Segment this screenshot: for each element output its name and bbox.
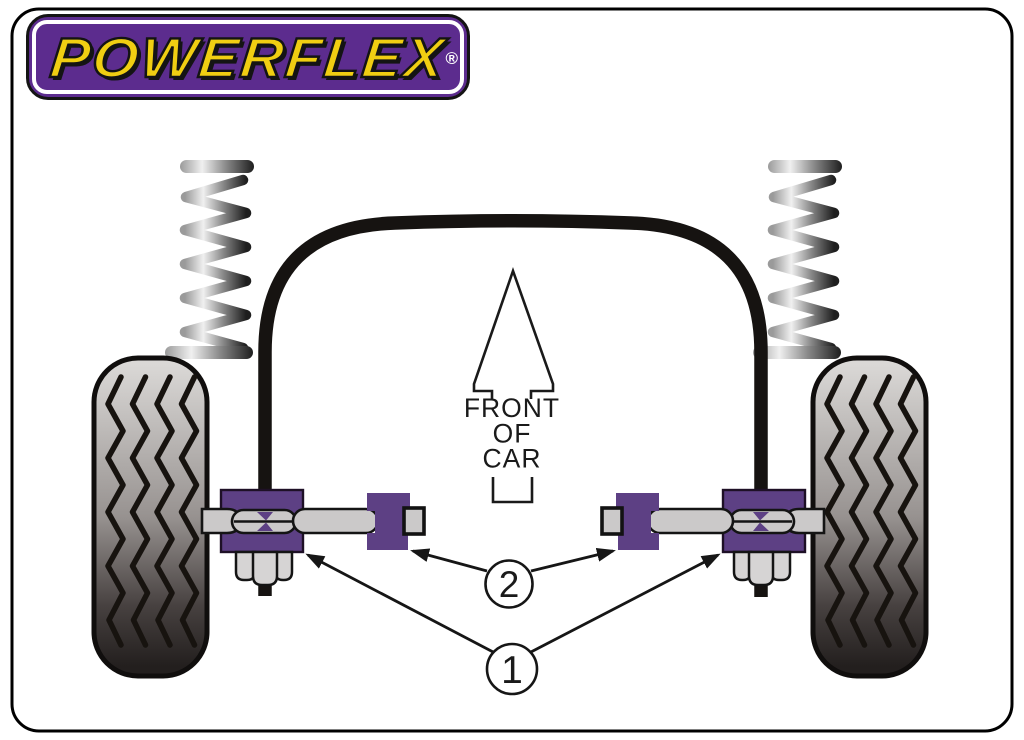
callout-1-circle: [485, 642, 539, 696]
front-of-car-arrow-tail: [491, 477, 534, 504]
leader-1-left: [305, 553, 496, 655]
callout-1-number: 1: [501, 649, 523, 692]
right-tire: [813, 358, 926, 676]
leader-2-right: [530, 547, 616, 573]
front-of-car-arrow: [472, 267, 555, 399]
left-tire: [94, 358, 207, 676]
front-of-car-label-line1: FRONT: [464, 393, 560, 423]
leader-1-right: [528, 553, 721, 655]
leader-2-left: [410, 548, 488, 573]
front-of-car-label-line2: OF: [493, 419, 532, 449]
callout-2-circle: [484, 559, 534, 609]
registered-trademark: ®: [445, 49, 458, 68]
logo-brand-text: POWERFLEX: [46, 24, 450, 89]
callout-leader-lines: [305, 547, 721, 655]
logo-inner: POWERFLEX ®: [29, 17, 467, 97]
powerflex-logo: POWERFLEX ®: [26, 14, 470, 100]
anti-roll-bar: [258, 214, 768, 597]
front-of-car-label-line3: CAR: [483, 444, 542, 474]
callout-2-number: 2: [499, 564, 520, 605]
